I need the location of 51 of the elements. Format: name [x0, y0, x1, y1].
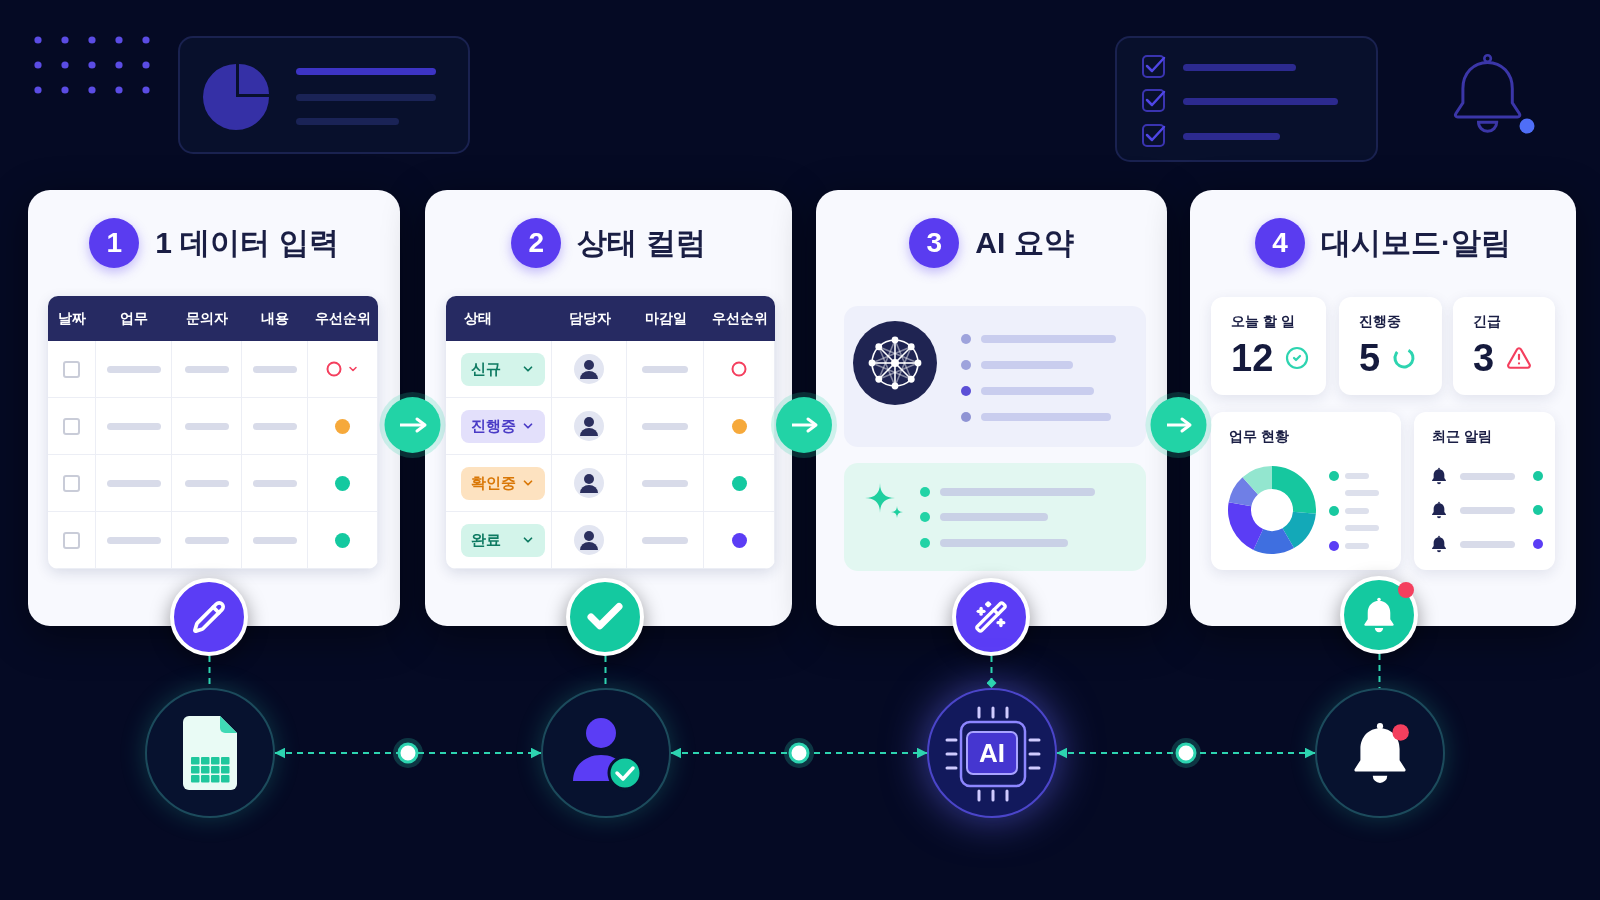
step-number-badge: 3	[909, 218, 960, 268]
dashboard-panel	[1414, 412, 1555, 570]
step-card	[28, 190, 400, 626]
status-dropdown: 신규	[461, 352, 545, 386]
stat-tile	[1211, 297, 1326, 395]
status-dropdown: 완료	[461, 523, 545, 557]
card-title: 대시보드·알림	[1321, 228, 1511, 258]
column-header: 문의자	[186, 309, 228, 328]
dashboard-panel	[1211, 412, 1401, 570]
panel-title: 최근 알림	[1432, 427, 1492, 446]
status-dropdown: 진행중	[461, 409, 545, 443]
dashed-line	[1378, 653, 1381, 689]
stat-tile	[1339, 297, 1442, 395]
step-number-badge: 4	[1255, 218, 1305, 268]
column-header: 날짜	[58, 309, 86, 328]
stat-tile	[1453, 297, 1555, 395]
step-number-badge: 1	[89, 218, 140, 268]
dashed-line	[986, 655, 997, 689]
step-card	[1190, 190, 1576, 626]
step-card	[425, 190, 792, 626]
stat-label: 긴급	[1473, 312, 1501, 331]
arrow	[792, 417, 818, 433]
card-title: 1 데이터 입력	[155, 228, 339, 258]
column-header: 내용	[261, 309, 289, 328]
arrow	[1167, 417, 1192, 433]
stat-value: 5	[1359, 339, 1381, 377]
column-header: 업무	[120, 309, 148, 328]
step-number-badge: 2	[511, 218, 562, 268]
step-card	[816, 190, 1167, 626]
dashed-double-arrow	[670, 747, 928, 759]
check-icon	[566, 578, 644, 656]
stat-label: 오늘 할 일	[1231, 312, 1295, 331]
stat-label: 진행중	[1359, 312, 1401, 331]
column-header: 마감일	[644, 309, 687, 328]
card-title: AI 요약	[975, 228, 1074, 258]
arrow	[400, 417, 427, 433]
column-header: 상태	[464, 309, 492, 328]
chip-label: AI	[966, 731, 1018, 775]
pencil-icon	[170, 578, 248, 656]
column-header: 담당자	[568, 309, 611, 328]
panel-title: 업무 현황	[1229, 427, 1289, 446]
dashed-double-arrow	[274, 747, 542, 759]
column-header: 우선순위	[711, 309, 768, 328]
dashed-double-arrow	[1056, 747, 1316, 759]
status-dropdown: 확인중	[461, 466, 545, 500]
magic-wand-icon	[952, 578, 1030, 656]
column-header: 우선순위	[315, 309, 371, 328]
stat-value: 12	[1231, 339, 1274, 377]
bell-icon	[1340, 576, 1418, 654]
stat-value: 3	[1473, 339, 1495, 377]
card-title: 상태 컬럼	[577, 228, 706, 258]
